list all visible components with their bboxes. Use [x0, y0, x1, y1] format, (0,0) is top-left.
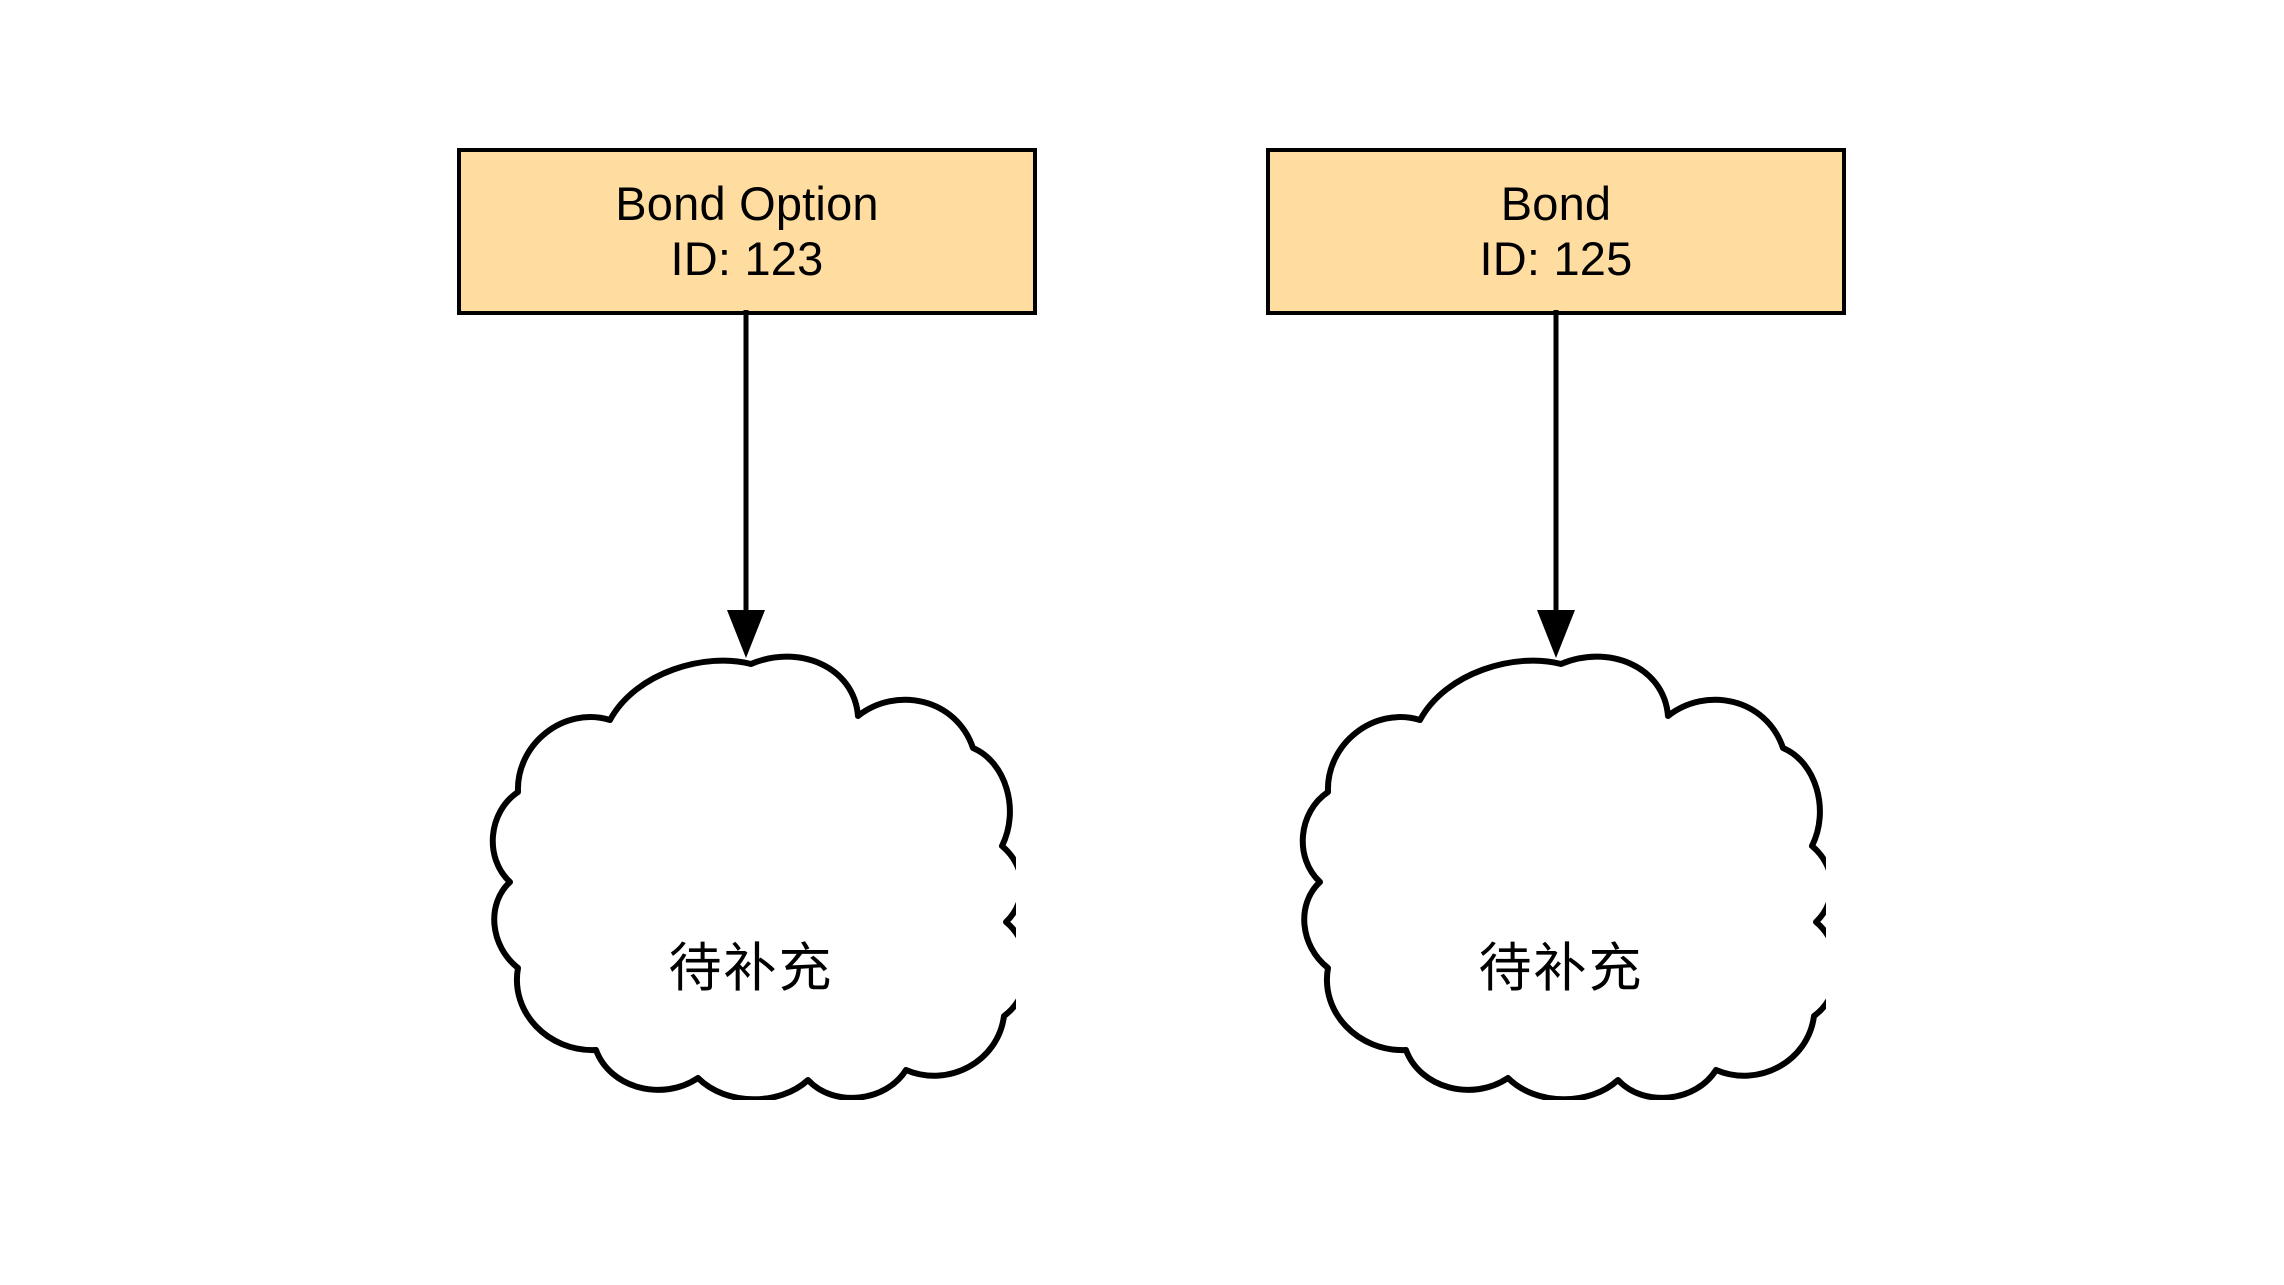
node-bond-option-id: ID: 123	[670, 231, 824, 285]
arrowhead-icon	[727, 610, 765, 658]
cloud-node-2-label: 待补充	[1478, 939, 1644, 998]
cloud-shape-icon	[489, 653, 1031, 1103]
cloud-shape-icon	[1299, 653, 1841, 1103]
edge-bond-option-to-cloud[interactable]	[700, 310, 792, 662]
cloud-node-1[interactable]: 待补充	[486, 650, 1031, 1103]
arrowhead-icon	[1537, 610, 1575, 658]
cloud-node-2[interactable]: 待补充	[1296, 650, 1841, 1103]
cloud-node-1-label: 待补充	[668, 939, 834, 998]
node-bond-option[interactable]: Bond Option ID: 123	[457, 148, 1037, 315]
edge-bond-to-cloud[interactable]	[1510, 310, 1602, 662]
node-bond[interactable]: Bond ID: 125	[1266, 148, 1846, 315]
node-bond-title: Bond	[1500, 176, 1612, 230]
node-bond-option-title: Bond Option	[615, 176, 879, 230]
node-bond-id: ID: 125	[1479, 231, 1633, 285]
